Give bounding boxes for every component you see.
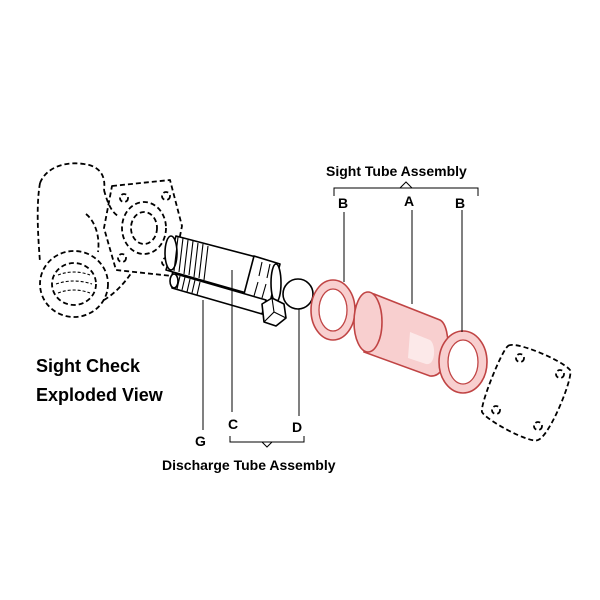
gasket-right bbox=[438, 330, 488, 394]
discharge-tube bbox=[164, 235, 282, 303]
diagram-title-line1: Sight Check bbox=[36, 356, 141, 376]
sight-tube bbox=[353, 291, 449, 377]
cover-plate bbox=[481, 344, 572, 442]
part-label-d: D bbox=[292, 419, 302, 435]
valve-body bbox=[36, 162, 183, 318]
part-label-b-left: B bbox=[338, 195, 348, 211]
part-label-a: A bbox=[404, 193, 414, 209]
part-label-g: G bbox=[195, 433, 206, 449]
bolt bbox=[169, 273, 287, 327]
gasket-left bbox=[310, 279, 356, 341]
ball bbox=[282, 278, 314, 310]
sight-tube-bracket bbox=[333, 181, 479, 332]
part-label-c: C bbox=[228, 416, 238, 432]
part-label-b-right: B bbox=[455, 195, 465, 211]
diagram-title-line2: Exploded View bbox=[36, 385, 164, 405]
sight-tube-assembly-label: Sight Tube Assembly bbox=[326, 163, 467, 179]
discharge-tube-assembly-label: Discharge Tube Assembly bbox=[162, 457, 336, 473]
discharge-tube-bracket bbox=[202, 270, 305, 448]
